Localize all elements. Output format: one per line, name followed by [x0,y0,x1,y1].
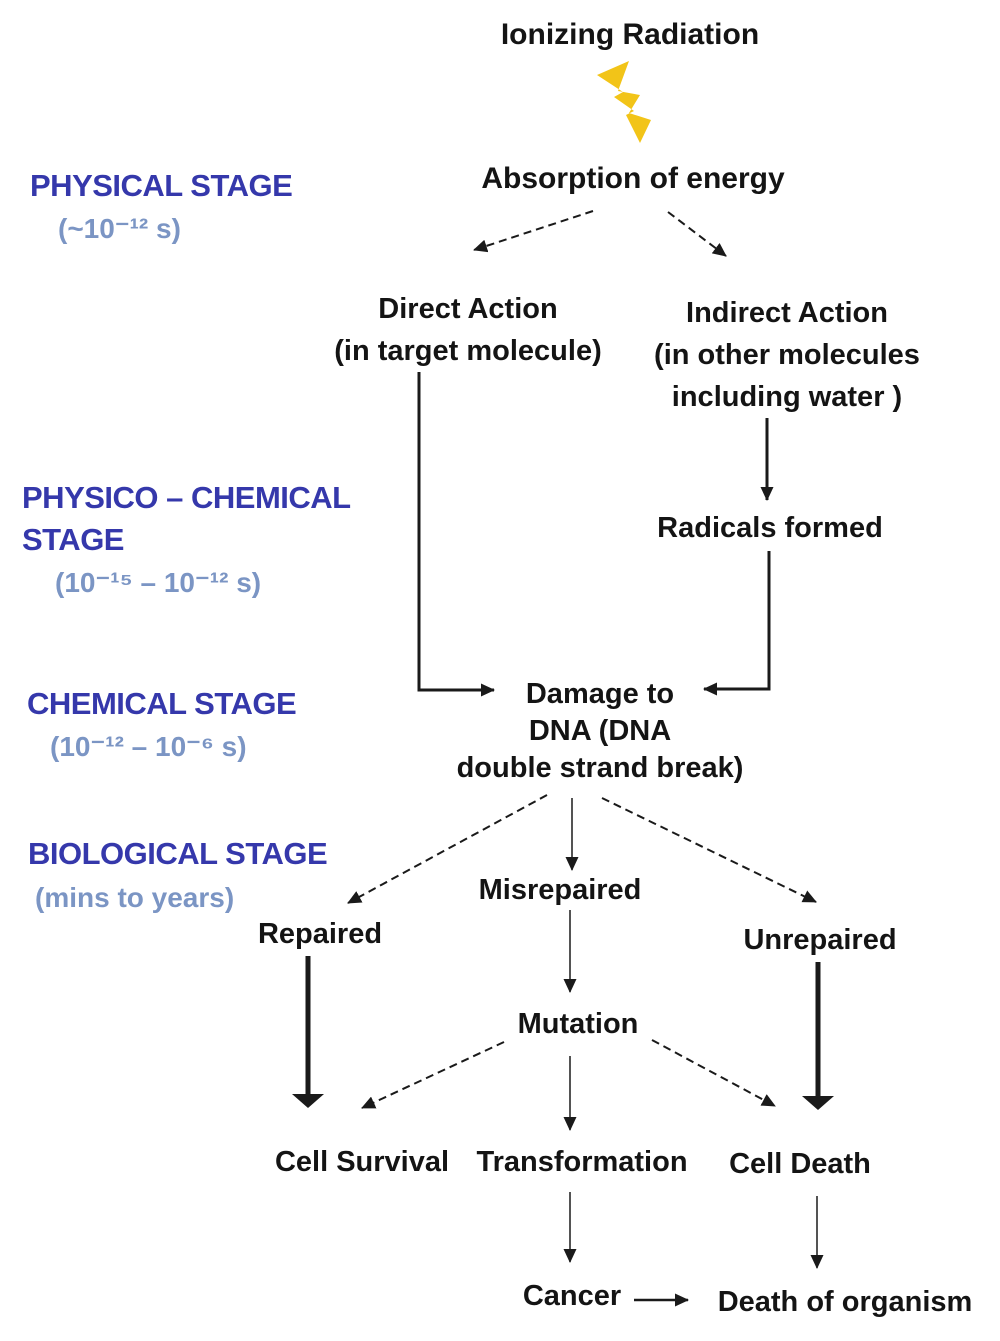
node-death-of-organism: Death of organism [717,1286,973,1318]
dna-damage-line3: double strand break) [456,752,744,784]
arrow-dna-to-unrepaired [601,797,817,903]
stage-time-physico-chemical: (10⁻¹⁵ – 10⁻¹² s) [55,567,262,598]
node-indirect-action: Indirect Action (in other molecules incl… [654,292,920,418]
node-direct-action: Direct Action (in target molecule) [334,288,602,372]
node-mutation: Mutation [517,1008,639,1040]
node-unrepaired: Unrepaired [743,924,897,956]
dna-damage-line1: Damage to [525,678,675,710]
stage-label-physico-chemical: PHYSICO – CHEMICAL [22,480,351,515]
dna-damage-line2: DNA (DNA [528,715,672,747]
stage-label-physical: PHYSICAL STAGE [30,168,293,203]
stage-label-biological: BIOLOGICAL STAGE [28,836,328,871]
lightning-bolt-icon [597,61,651,143]
stage-label-physico-chemical-line2: STAGE [22,522,125,557]
arrow-radicals-to-dna [703,551,771,696]
arrow-mutation-to-cell-death [651,1039,776,1107]
node-misrepaired: Misrepaired [478,874,642,906]
arrow-direct-to-dna [417,372,495,697]
node-cancer: Cancer [522,1280,622,1312]
node-radicals-formed: Radicals formed [657,512,883,544]
node-cell-death: Cell Death [729,1148,871,1180]
stage-label-chemical: CHEMICAL STAGE [27,686,297,721]
arrow-absorption-to-direct [473,210,594,253]
stage-time-physical: (~10⁻¹² s) [58,213,181,244]
node-transformation: Transformation [476,1146,688,1178]
node-absorption-of-energy: Absorption of energy [481,162,785,195]
indirect-action-line3: including water ) [671,381,903,413]
arrow-absorption-to-indirect [667,211,727,257]
stage-time-chemical: (10⁻¹² – 10⁻⁶ s) [50,731,247,762]
node-dna-damage: Damage to DNA (DNA double strand break) [457,676,744,787]
stage-time-biological: (mins to years) [35,882,235,913]
node-repaired: Repaired [257,918,383,950]
direct-action-line2: (in target molecule) [334,335,602,367]
arrow-dna-to-repaired [347,794,548,904]
node-cell-survival: Cell Survival [274,1146,450,1178]
arrow-mutation-to-cell-survival [361,1041,505,1109]
indirect-action-line1: Indirect Action [686,297,888,329]
node-ionizing-radiation: Ionizing Radiation [500,18,760,51]
direct-action-line1: Direct Action [378,293,558,325]
indirect-action-line2: (in other molecules [654,339,920,371]
